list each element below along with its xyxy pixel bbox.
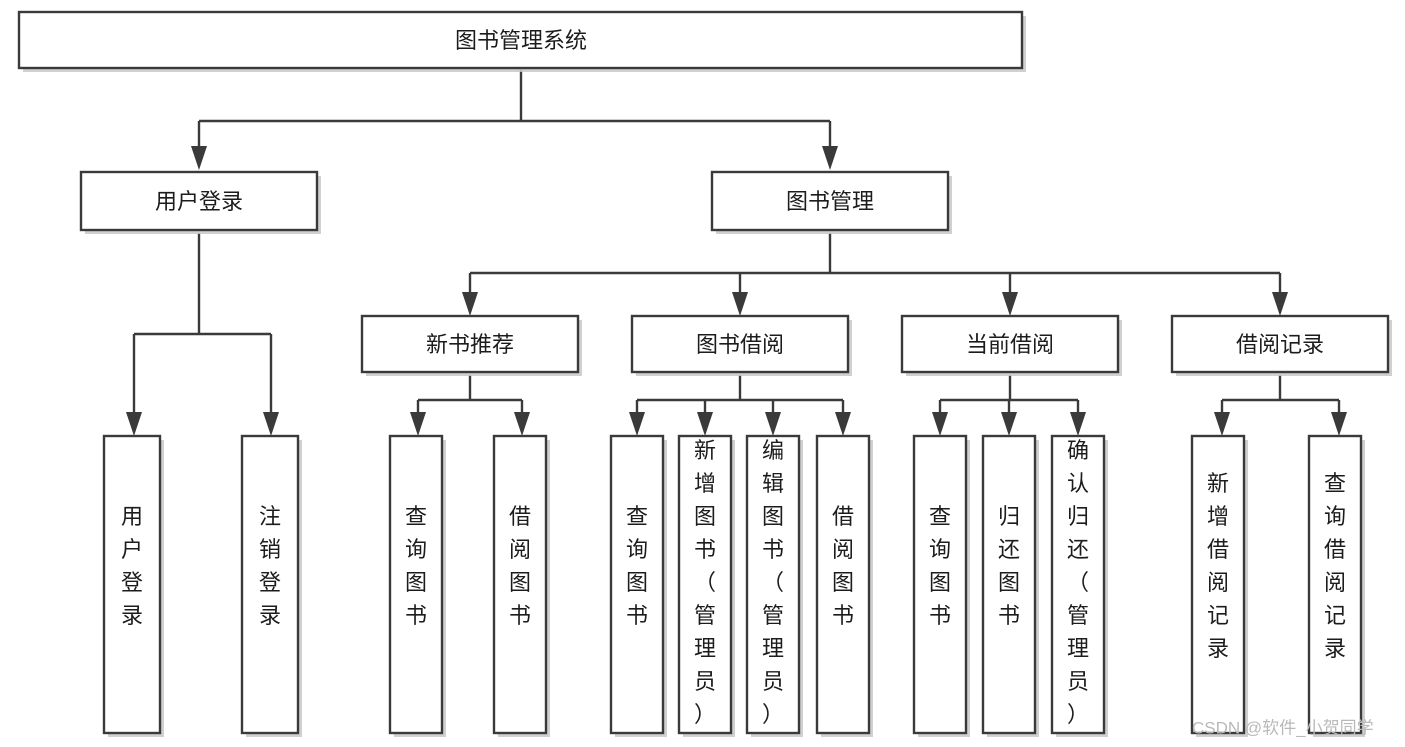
node-new-book-recommend-label: 新书推荐 (426, 332, 514, 357)
connector-group-user-login (126, 233, 279, 436)
node-current-borrow[interactable]: 当前借阅 (900, 314, 1122, 376)
connector-group-root (191, 70, 838, 170)
leaf-query-book-2-box (609, 434, 665, 735)
node-new-book-recommend[interactable]: 新书推荐 (360, 314, 582, 376)
node-book-management-label: 图书管理 (786, 189, 874, 214)
node-book-borrow[interactable]: 图书借阅 (630, 314, 852, 376)
arrow-head-current-borrow (1002, 292, 1018, 316)
node-user-login-label: 用户登录 (155, 189, 243, 214)
node-root-box (17, 10, 1024, 70)
arrow-head-leaf-borrow-book-2 (835, 412, 851, 436)
leaf-logout-box (240, 434, 300, 735)
arrow-head-leaf-confirm-return (1070, 412, 1086, 436)
leaf-node-borrow-book-recommend[interactable]: 借阅图书 (492, 434, 550, 737)
node-user-login-box (79, 170, 319, 232)
leaf-confirm-return-box (1050, 434, 1106, 735)
arrow-head-leaf-query-book-3 (932, 412, 948, 436)
leaf-borrow-book-1-label: 借阅图书 (509, 504, 531, 628)
leaf-borrow-book-2-box (815, 434, 871, 735)
leaf-add-book-label: 新增图书（管理员） (694, 438, 716, 727)
leaf-add-record-label: 新增借阅记录 (1207, 471, 1229, 661)
leaf-node-query-record[interactable]: 查询借阅记录 (1307, 434, 1365, 737)
leaf-user-login-label: 用户登录 (121, 504, 143, 628)
connector-group-book-borrow (629, 375, 851, 436)
node-current-borrow-box (900, 314, 1120, 374)
leaf-node-query-book-current[interactable]: 查询图书 (912, 434, 970, 737)
arrow-head-leaf-add-book (697, 412, 713, 436)
connector-group-new-book (410, 375, 530, 436)
leaf-node-user-login[interactable]: 用户登录 (102, 434, 164, 737)
node-current-borrow-label: 当前借阅 (966, 332, 1054, 357)
leaf-node-logout[interactable]: 注销登录 (240, 434, 302, 737)
leaf-borrow-book-2-label: 借阅图书 (832, 504, 854, 628)
leaf-edit-book-label: 编辑图书（管理员） (762, 438, 784, 727)
connector-group-book-mgmt (462, 233, 1288, 316)
leaf-node-query-book-borrow[interactable]: 查询图书 (609, 434, 667, 737)
arrow-head-leaf-edit-book (765, 412, 781, 436)
csdn-watermark: CSDN @软件_小贺同学 (1192, 718, 1374, 737)
leaf-query-book-1-label: 查询图书 (405, 504, 427, 628)
leaf-edit-book-box (745, 434, 801, 735)
node-borrow-record[interactable]: 借阅记录 (1170, 314, 1392, 376)
leaf-node-borrow-book[interactable]: 借阅图书 (815, 434, 873, 737)
connector-group-current-borrow (932, 375, 1086, 436)
leaf-node-confirm-return[interactable]: 确认归还（管理员） (1050, 434, 1108, 737)
arrow-head-leaf-borrow-book-1 (514, 412, 530, 436)
arrow-head-leaf-add-record (1214, 412, 1230, 436)
leaf-return-book-box (981, 434, 1037, 735)
leaf-confirm-return-label: 确认归还（管理员） (1067, 438, 1089, 727)
arrow-head-leaf-query-book-1 (410, 412, 426, 436)
arrow-head-new-book (462, 292, 478, 316)
leaf-node-add-record[interactable]: 新增借阅记录 (1190, 434, 1248, 737)
leaf-user-login-box (102, 434, 162, 735)
arrow-head-user-login (191, 146, 207, 170)
leaf-logout-label: 注销登录 (259, 504, 281, 628)
leaf-node-return-book[interactable]: 归还图书 (981, 434, 1039, 737)
leaf-return-book-label: 归还图书 (998, 504, 1020, 628)
arrow-head-leaf-query-record (1331, 412, 1347, 436)
arrow-head-leaf-user-login (126, 412, 142, 436)
leaf-query-record-label: 查询借阅记录 (1324, 471, 1346, 661)
leaf-query-book-2-label: 查询图书 (626, 504, 648, 628)
connector-group-borrow-record (1214, 375, 1347, 436)
node-root-label: 图书管理系统 (455, 28, 587, 53)
node-book-borrow-box (630, 314, 850, 374)
leaf-add-record-box (1190, 434, 1246, 735)
node-borrow-record-label: 借阅记录 (1236, 332, 1324, 357)
node-new-book-recommend-box (360, 314, 580, 374)
node-book-management[interactable]: 图书管理 (710, 170, 952, 234)
leaf-query-book-3-box (912, 434, 968, 735)
node-user-login[interactable]: 用户登录 (79, 170, 321, 234)
arrow-head-leaf-logout (263, 412, 279, 436)
node-book-management-box (710, 170, 950, 232)
arrow-head-book-borrow (732, 292, 748, 316)
leaf-borrow-book-1-box (492, 434, 548, 735)
leaf-node-edit-book[interactable]: 编辑图书（管理员） (745, 434, 803, 737)
leaf-node-query-book-recommend[interactable]: 查询图书 (388, 434, 446, 737)
node-book-borrow-label: 图书借阅 (696, 332, 784, 357)
leaf-query-record-box (1307, 434, 1363, 735)
arrow-head-book-mgmt (822, 146, 838, 170)
node-root[interactable]: 图书管理系统 (17, 10, 1026, 72)
leaf-query-book-3-label: 查询图书 (929, 504, 951, 628)
leaf-node-add-book[interactable]: 新增图书（管理员） (677, 434, 735, 737)
arrow-head-leaf-return-book (1001, 412, 1017, 436)
arrow-head-leaf-query-book-2 (629, 412, 645, 436)
leaf-query-book-1-box (388, 434, 444, 735)
leaf-add-book-box (677, 434, 733, 735)
arrow-head-borrow-record (1272, 292, 1288, 316)
node-borrow-record-box (1170, 314, 1390, 374)
